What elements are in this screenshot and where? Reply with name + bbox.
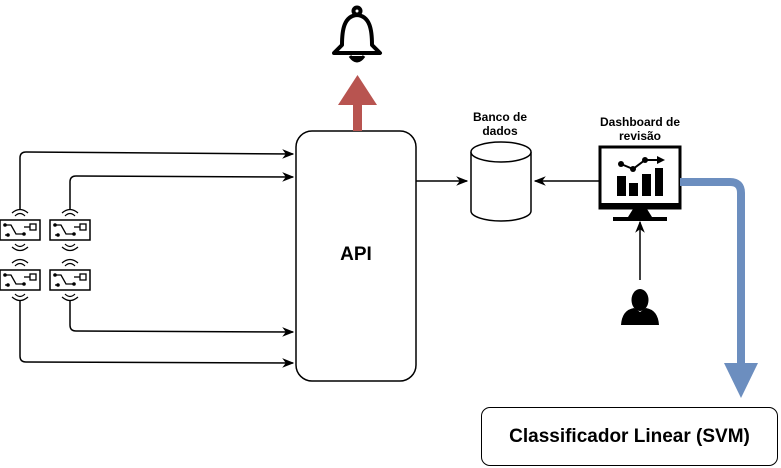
connector-sensor-2-to-api — [69, 172, 295, 210]
alert-arrow — [338, 75, 377, 131]
dashboard-label: Dashboard de revisão — [599, 115, 680, 143]
classifier-arrow — [680, 178, 758, 398]
circuit-sensor-icon — [49, 258, 91, 302]
connector-sensor-1-to-api — [19, 149, 295, 210]
monitor-chart-icon — [598, 145, 682, 221]
circuit-sensor-icon — [0, 258, 41, 302]
classifier-label: Classificador Linear (SVM) — [509, 425, 750, 447]
api-label: API — [340, 244, 372, 265]
database-label: Banco de dados — [472, 110, 527, 138]
bell-icon — [332, 5, 382, 63]
circuit-sensor-icon — [0, 208, 41, 252]
user-icon — [621, 289, 659, 325]
database-cylinder-icon — [470, 141, 532, 222]
sensor-group — [0, 208, 91, 302]
connector-sensor-3-to-api — [69, 300, 295, 337]
classifier-box: Classificador Linear (SVM) — [481, 407, 778, 466]
sensor-connectors — [19, 149, 295, 368]
circuit-sensor-icon — [49, 208, 91, 252]
connector-sensor-4-to-api — [19, 300, 295, 368]
